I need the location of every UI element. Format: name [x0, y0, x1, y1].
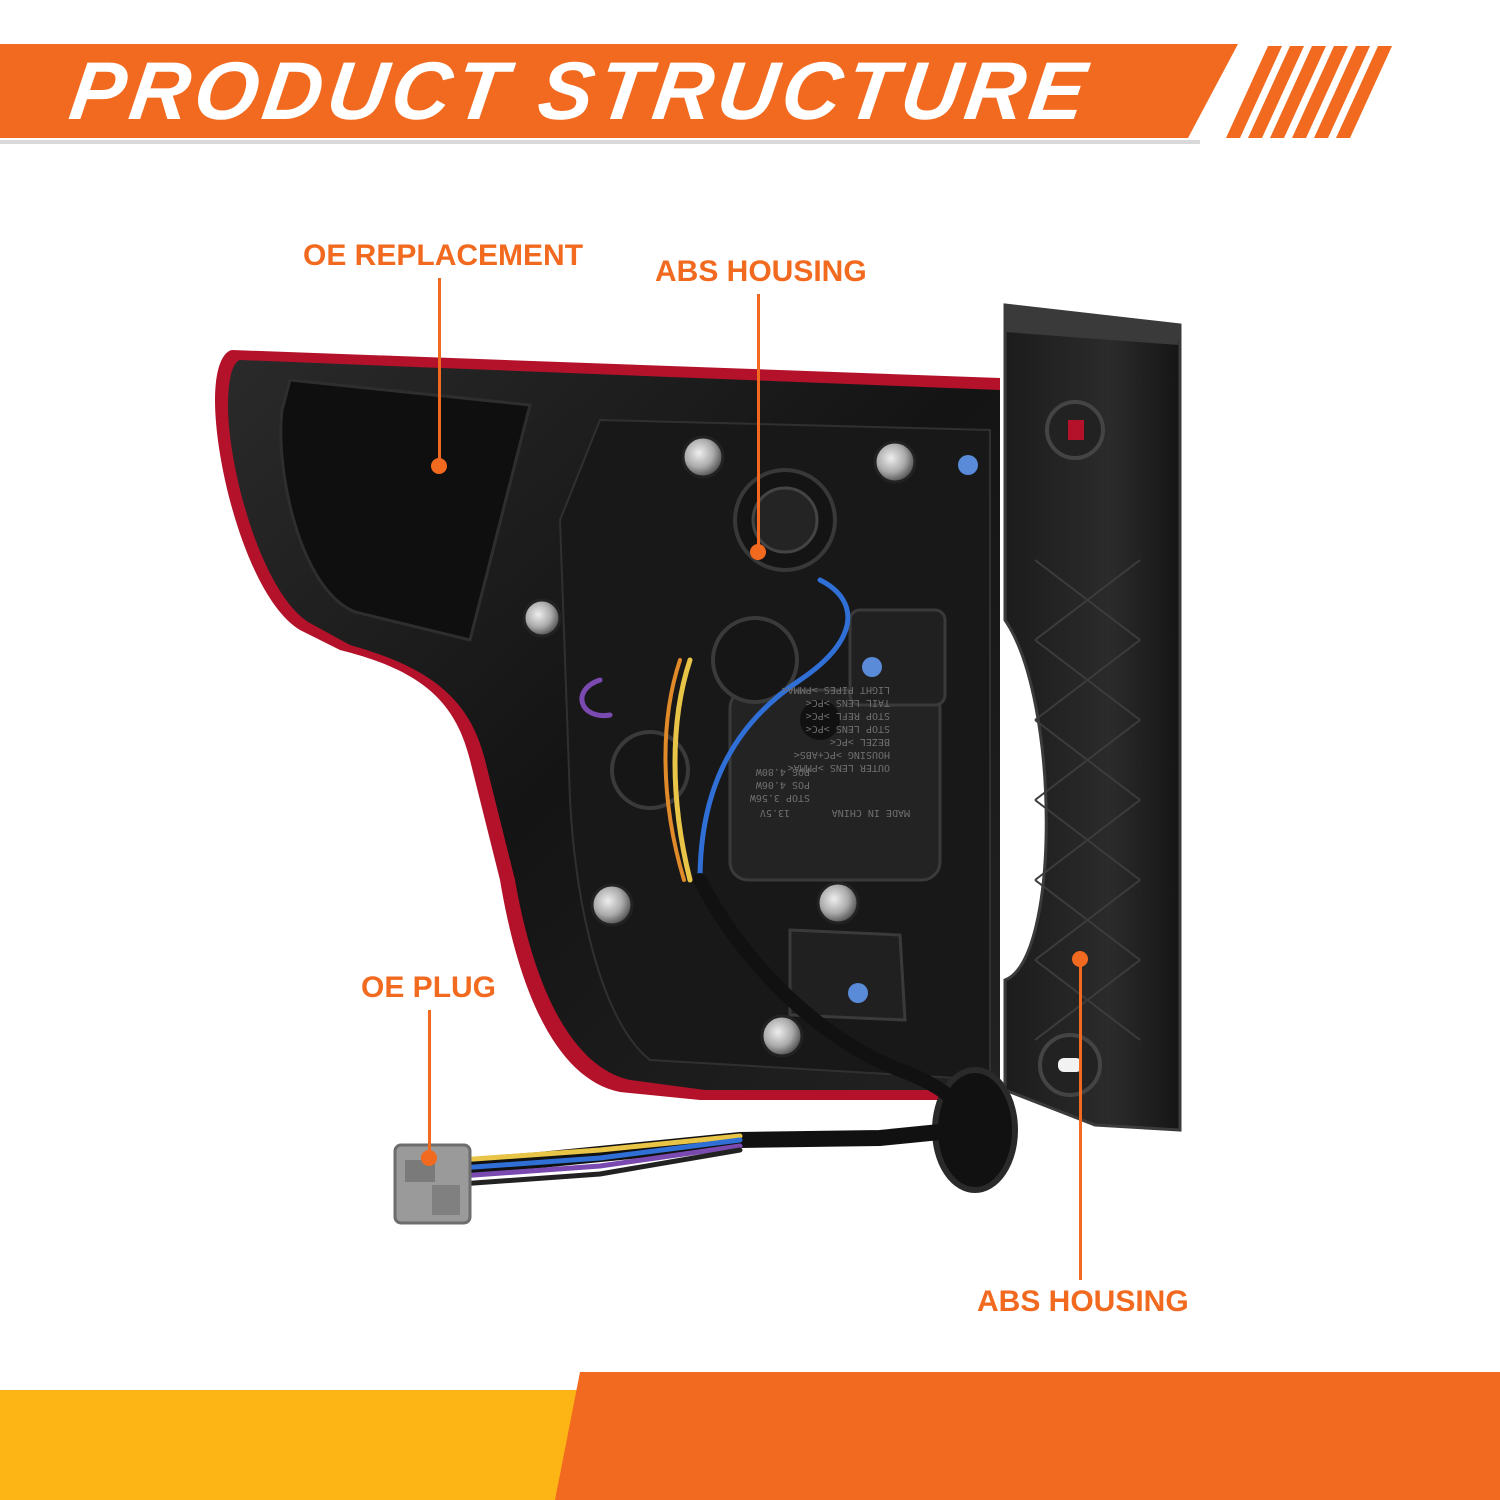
callout-abs-housing-bottom: ABS HOUSING [977, 1285, 1189, 1318]
callout-dot-abs-housing-bottom [1072, 951, 1088, 967]
tail-light-assembly [215, 303, 1182, 1225]
external-harness [452, 1122, 968, 1187]
oe-plug-connector [393, 1143, 472, 1225]
connector-bracket [848, 608, 947, 707]
driver-module [728, 688, 942, 882]
callout-dot-oe-plug [421, 1150, 437, 1166]
side-housing-flange [1003, 303, 1182, 1132]
header-banner [0, 44, 1392, 144]
callout-oe-plug: OE PLUG [361, 971, 497, 1004]
bulb-socket-left [610, 730, 690, 810]
flange-diamond-texture [1034, 559, 1141, 1041]
callout-line-oe-replacement [438, 278, 441, 463]
screws [522, 435, 978, 1058]
callout-dot-oe-replacement [431, 458, 447, 474]
internal-wires [579, 577, 982, 1137]
upper-panel [279, 378, 532, 642]
callout-line-abs-housing-bottom [1079, 962, 1082, 1280]
footer-orange-band [555, 1372, 1500, 1500]
bulb-socket-mid [711, 616, 799, 704]
header-orange-band [0, 44, 1238, 138]
callout-dot-abs-housing-top [750, 544, 766, 560]
vent-hole [800, 700, 840, 740]
footer-yellow-band [0, 1390, 580, 1500]
footer-bands [0, 1372, 1500, 1500]
callout-line-abs-housing-top [757, 294, 760, 546]
callout-oe-replacement: OE REPLACEMENT [303, 239, 584, 272]
lower-bracket [788, 928, 907, 1022]
callout-abs-housing-top: ABS HOUSING [655, 255, 867, 288]
page-title: PRODUCT STRUCTURE [64, 46, 1097, 137]
callout-line-oe-plug [428, 1010, 431, 1156]
header-stripes [1226, 46, 1392, 138]
